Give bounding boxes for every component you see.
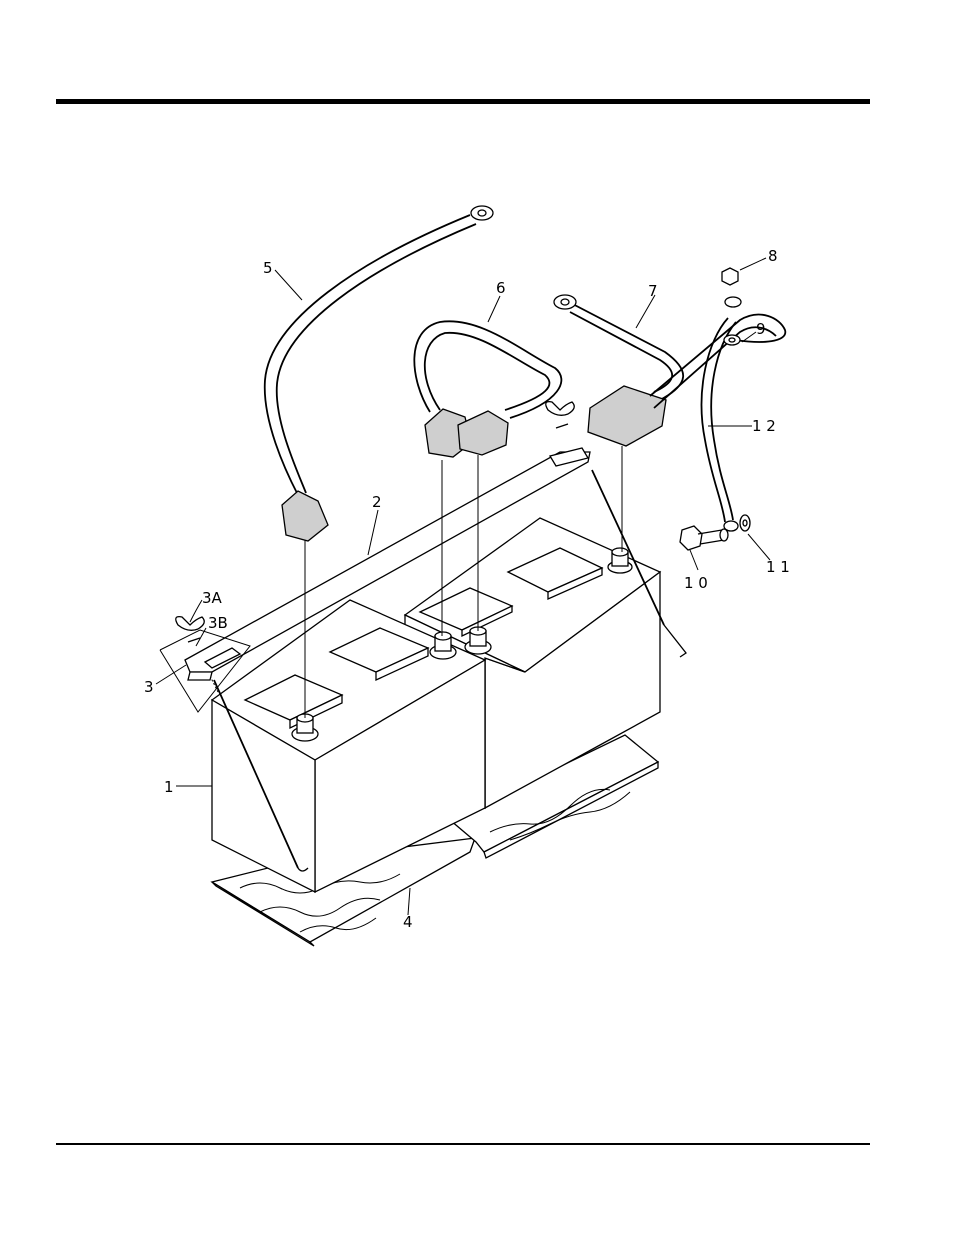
callout-8: 8	[768, 247, 778, 265]
callout-2: 2	[372, 493, 382, 511]
hex-nut-8	[722, 268, 741, 307]
callout-1: 1	[164, 778, 174, 796]
washer-11	[740, 515, 750, 531]
callout-3a: 3A	[202, 589, 223, 607]
cable-7	[554, 295, 683, 552]
bolt-10	[680, 526, 728, 550]
washer-9	[724, 335, 740, 345]
callout-10: 1 0	[684, 574, 708, 592]
callout-12: 1 2	[752, 417, 776, 435]
callout-4: 4	[403, 913, 413, 931]
callout-7: 7	[648, 282, 658, 300]
callout-6: 6	[496, 279, 506, 297]
callout-11: 1 1	[766, 558, 790, 576]
callout-3: 3	[144, 678, 154, 696]
callout-3b: 3B	[208, 614, 228, 632]
callout-5: 5	[263, 259, 273, 277]
wing-nut-right	[546, 402, 575, 428]
callout-9: 9	[756, 320, 766, 338]
